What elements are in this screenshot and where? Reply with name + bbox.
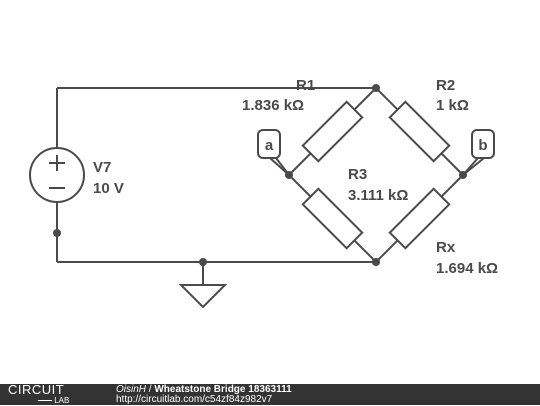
v7-value-label: 10 V [93,180,124,197]
probe-b-label: b [478,137,487,154]
resistor-r3 [301,187,364,250]
footer-separator: / [146,384,155,395]
circuit-schematic: a b V7 10 V R1 1.836 kΩ R2 1 kΩ R3 3.111… [29,77,498,309]
logo-line-icon [38,400,52,402]
voltage-source-circle [29,147,85,203]
r3-name-label: R3 [348,166,367,183]
footer-title: Wheatstone Bridge 18363111 [154,384,292,395]
footer-url[interactable]: http://circuitlab.com/c54zf84z982v7 [116,394,273,405]
r2-name-label: R2 [436,77,455,94]
r1-value-label: 1.836 kΩ [242,97,304,114]
probe-a: a [257,129,281,159]
rx-value-label: 1.694 kΩ [436,260,498,277]
node-top [372,84,380,92]
node-source-bottom [53,229,61,237]
node-bottom [372,258,380,266]
voltage-source-v7 [29,147,85,203]
footer-bar: CIRCUIT LAB OisinH / Wheatstone Bridge 1… [0,382,540,406]
resistor-r1 [301,100,364,163]
resistor-r2 [388,100,451,163]
v7-name-label: V7 [93,159,111,176]
footer-author[interactable]: OisinH [116,384,147,395]
logo-bottom: LAB [38,396,69,406]
node-ground [199,258,207,266]
probe-a-box [257,129,281,159]
rx-name-label: Rx [436,239,456,256]
footer-credit: OisinH / Wheatstone Bridge 18363111 [116,385,292,395]
r3-value-label: 3.111 kΩ [348,187,408,204]
logo-bottom-text: LAB [54,396,70,405]
probe-b: b [471,129,495,159]
ground-symbol [178,284,228,309]
probe-b-box [471,129,495,159]
node-left [285,171,293,179]
r1-name-label: R1 [296,77,315,94]
r2-value-label: 1 kΩ [436,97,469,114]
logo-top-text: CIRCUIT [8,382,65,397]
resistor-rx [388,187,451,250]
node-right [459,171,467,179]
probe-a-label: a [265,137,274,154]
circuitlab-logo: CIRCUIT LAB [8,382,108,406]
